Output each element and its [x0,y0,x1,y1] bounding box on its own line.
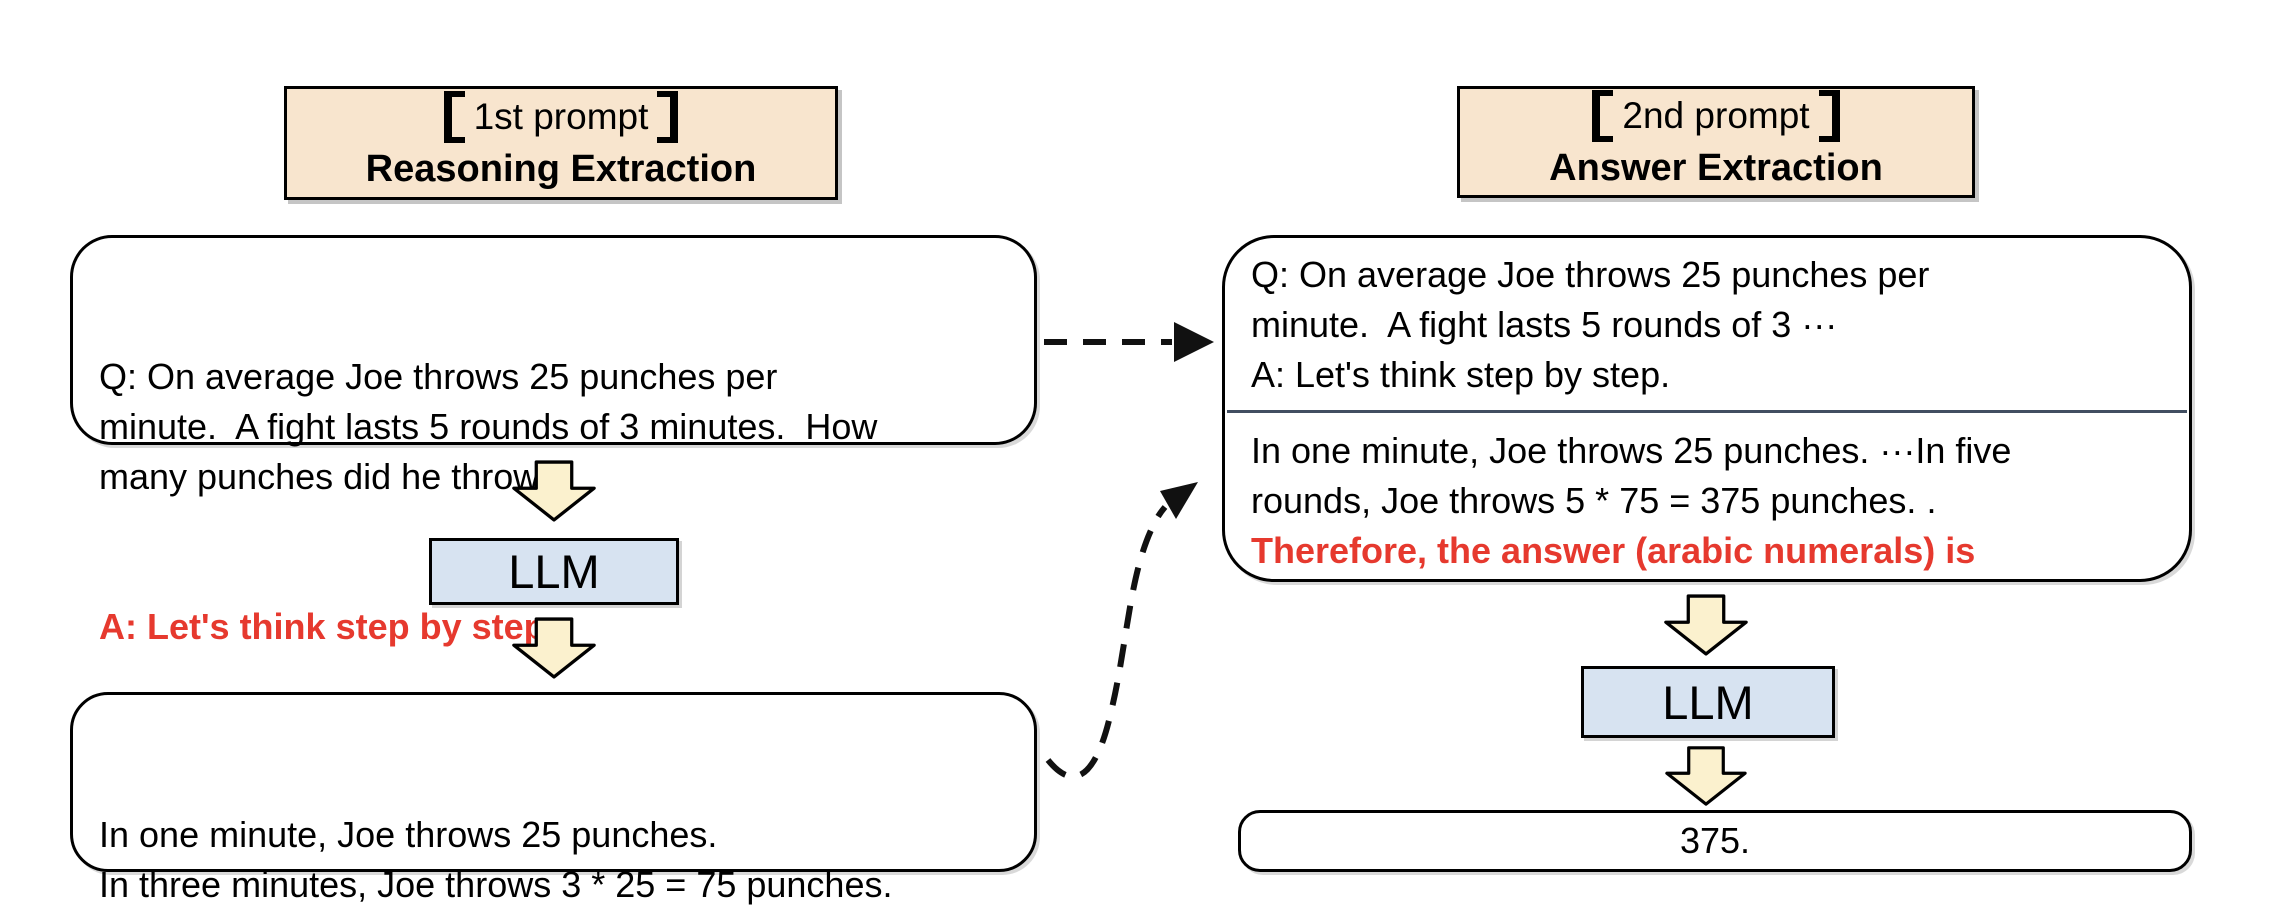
final-answer-text: 375. [1679,820,1751,861]
lenticular-bracket-close-icon [1818,89,1840,142]
reasoning-output-box: In one minute, Joe throws 25 punches. In… [70,692,1037,905]
second-prompt-reasoning-part: In one minute, Joe throws 25 punches. ··… [1251,430,2012,521]
lenticular-bracket-open-icon [1592,89,1614,142]
second-prompt-header: 2nd prompt Answer Extraction [1457,86,1975,198]
down-block-arrow-icon [512,617,596,679]
llm-label: LLM [508,545,600,598]
question-box: Q: On average Joe throws 25 punches per … [70,235,1037,647]
lenticular-bracket-close-icon [657,90,679,143]
dashed-arrow-question-to-second-prompt-icon [1044,322,1214,362]
down-block-arrow-icon [1665,746,1747,806]
first-prompt-title: 1st prompt [443,90,679,143]
llm-box-left: LLM [429,538,679,605]
answer-trigger-text: Therefore, the answer (arabic numerals) … [1251,530,1976,571]
prompt-box-divider [1227,410,2187,413]
second-prompt-question-part: Q: On average Joe throws 25 punches per … [1251,254,1930,395]
llm-label: LLM [1662,675,1754,729]
llm-box-right: LLM [1581,666,1835,738]
first-prompt-title-text: 1st prompt [473,96,649,137]
down-block-arrow-icon [512,460,596,522]
second-prompt-title: 2nd prompt [1592,89,1840,142]
final-answer-box: 375. [1238,810,2192,872]
dashed-arrow-reasoning-to-second-prompt-icon [1045,482,1198,780]
lenticular-bracket-open-icon [443,90,465,143]
reasoning-output-text: In one minute, Joe throws 25 punches. In… [99,814,893,905]
first-prompt-subtitle: Reasoning Extraction [365,148,757,190]
second-prompt-title-text: 2nd prompt [1622,95,1810,136]
second-prompt-subtitle: Answer Extraction [1549,147,1883,189]
question-text: Q: On average Joe throws 25 punches per … [99,356,878,497]
down-block-arrow-icon [1664,594,1748,656]
second-prompt-box: Q: On average Joe throws 25 punches per … [1222,235,2192,582]
first-prompt-header: 1st prompt Reasoning Extraction [284,86,838,200]
